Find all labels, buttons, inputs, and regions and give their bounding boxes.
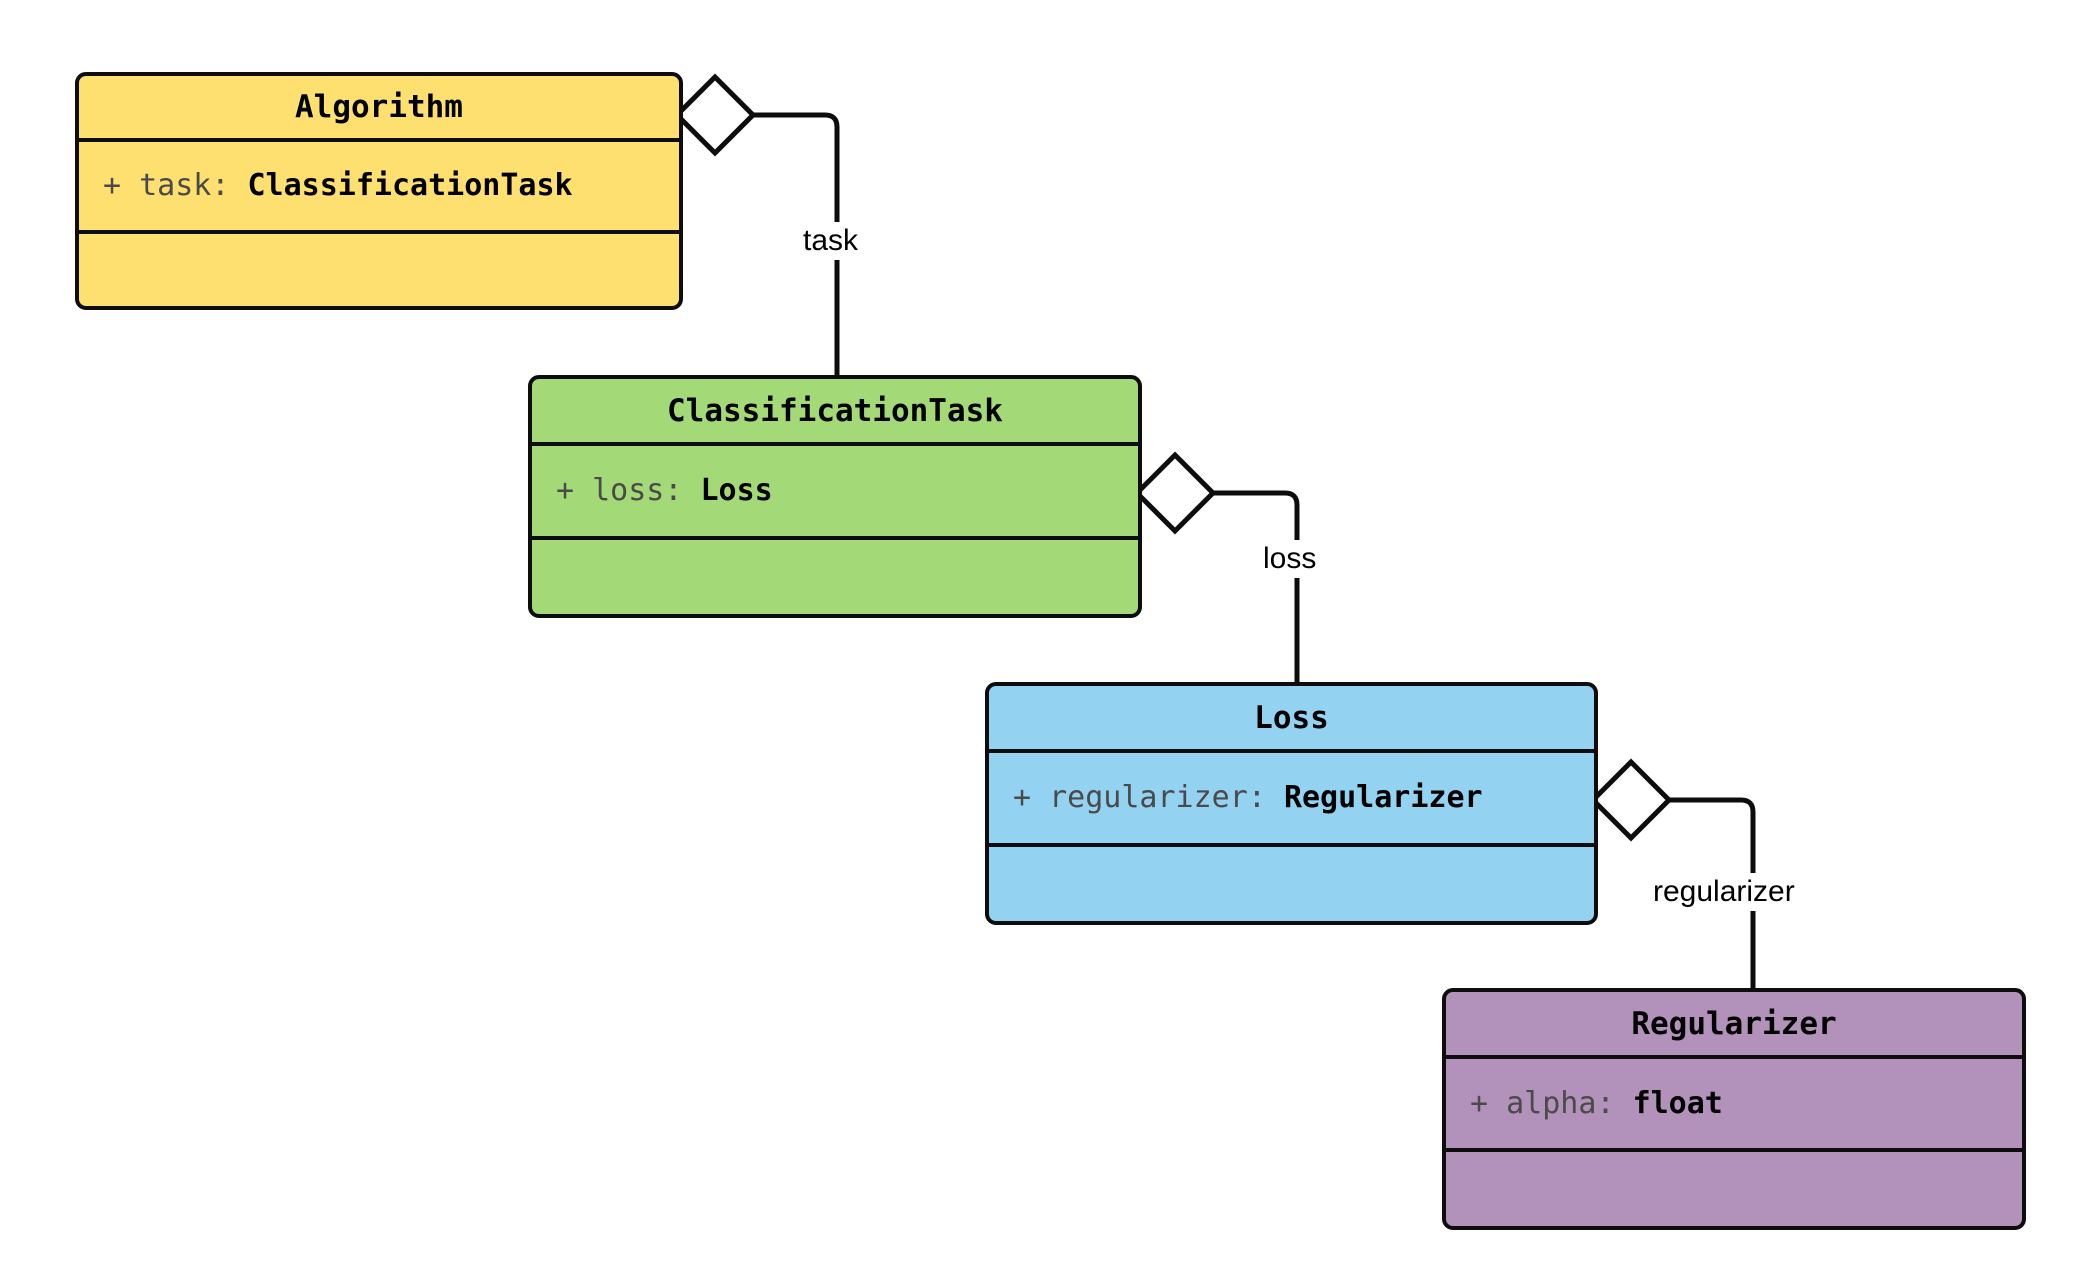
uml-class-algorithm-attributes: + task: ClassificationTask (79, 142, 679, 234)
uml-class-regularizer[interactable]: Regularizer + alpha: float (1442, 988, 2026, 1230)
attribute-visibility: + (103, 168, 122, 204)
attribute-type: float (1632, 1085, 1723, 1121)
attribute-visibility: + (556, 473, 575, 509)
attribute-name: alpha (1506, 1085, 1597, 1121)
uml-class-algorithm-methods (79, 234, 679, 306)
uml-class-loss[interactable]: Loss + regularizer: Regularizer (985, 682, 1598, 925)
attribute-visibility: + (1013, 780, 1032, 816)
uml-class-regularizer-methods (1446, 1152, 2022, 1226)
uml-attribute-row: + loss: Loss (556, 475, 1138, 507)
edge-label-regularizer: regularizer (1647, 873, 1801, 911)
uml-class-algorithm[interactable]: Algorithm + task: ClassificationTask (75, 72, 683, 310)
uml-class-classification-task[interactable]: ClassificationTask + loss: Loss (528, 375, 1142, 618)
attribute-name: task (139, 168, 212, 204)
aggregation-diamond-icon (673, 73, 757, 157)
attribute-visibility: + (1470, 1085, 1489, 1121)
attribute-separator: : (1247, 780, 1284, 816)
attribute-name: regularizer (1049, 780, 1248, 816)
attribute-name: loss (592, 473, 665, 509)
edge-label-loss: loss (1257, 540, 1323, 578)
uml-class-algorithm-title: Algorithm (79, 76, 679, 142)
attribute-type: Loss (700, 473, 773, 509)
aggregation-diamond-icon (1589, 758, 1673, 842)
attribute-separator: : (664, 473, 701, 509)
uml-class-regularizer-title: Regularizer (1446, 992, 2022, 1059)
relationship-loss-line (1213, 490, 1300, 682)
uml-class-regularizer-attributes: + alpha: float (1446, 1059, 2022, 1152)
attribute-type: Regularizer (1283, 780, 1483, 816)
edge-label-task: task (797, 222, 865, 260)
uml-attribute-row: + regularizer: Regularizer (1013, 782, 1594, 814)
uml-class-loss-attributes: + regularizer: Regularizer (989, 753, 1594, 847)
uml-attribute-row: + alpha: float (1470, 1088, 2022, 1120)
uml-class-loss-methods (989, 847, 1594, 921)
uml-class-loss-title: Loss (989, 686, 1594, 753)
uml-attribute-row: + task: ClassificationTask (103, 170, 679, 202)
uml-class-classification-task-methods (532, 540, 1138, 614)
uml-class-classification-task-attributes: + loss: Loss (532, 446, 1138, 540)
attribute-separator: : (1596, 1085, 1633, 1121)
attribute-type: ClassificationTask (247, 168, 573, 204)
attribute-separator: : (211, 168, 248, 204)
uml-class-classification-task-title: ClassificationTask (532, 379, 1138, 446)
aggregation-diamond-icon (1133, 451, 1217, 535)
